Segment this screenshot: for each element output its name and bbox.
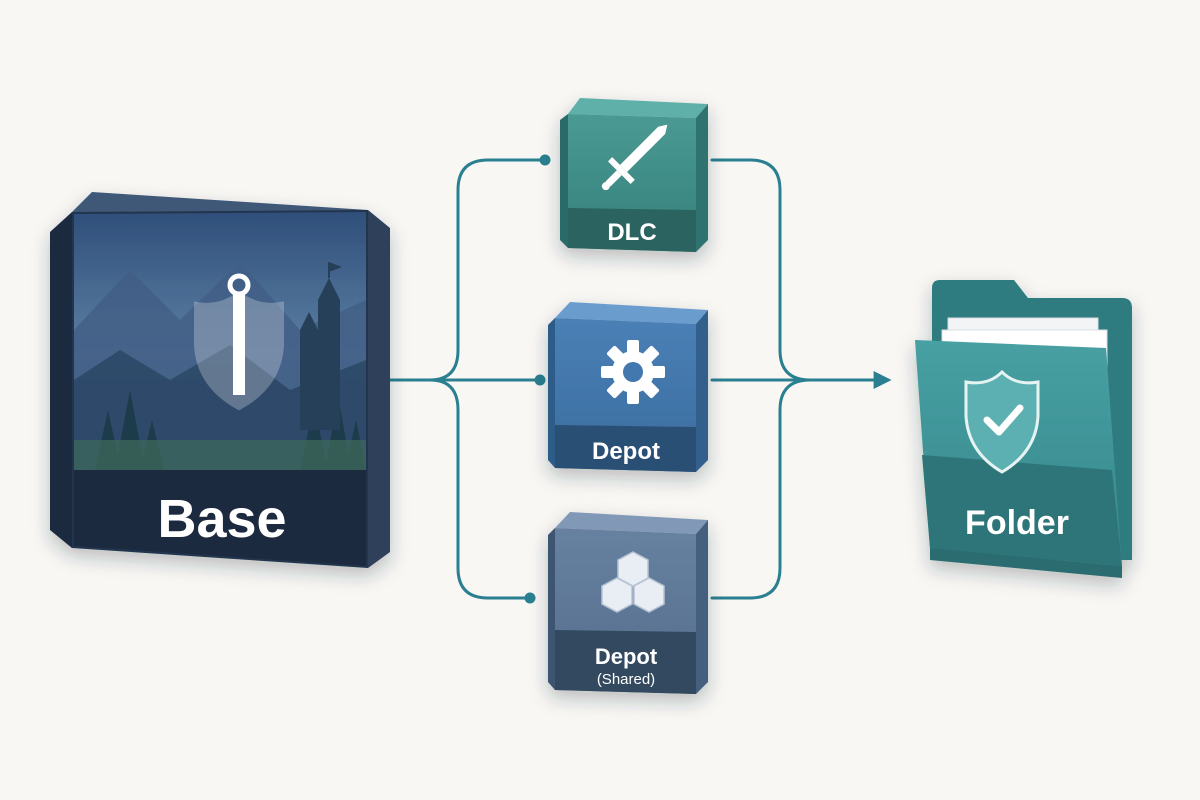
shared-depot-sublabel: (Shared) bbox=[597, 671, 655, 688]
connector-shared-to-folder bbox=[710, 378, 812, 600]
connector-dots bbox=[524, 154, 551, 604]
sword-icon bbox=[601, 124, 668, 191]
base-box: Base bbox=[50, 192, 390, 568]
depot-box: Depot bbox=[548, 302, 708, 472]
cubes-icon bbox=[601, 551, 665, 613]
shared-depot-box: Depot (Shared) bbox=[548, 512, 708, 694]
base-label: Base bbox=[157, 489, 286, 549]
connectors bbox=[368, 158, 892, 600]
connector-dot-shared bbox=[524, 592, 536, 604]
depot-label: Depot bbox=[592, 438, 660, 465]
shield-sword-icon bbox=[194, 273, 284, 411]
folder: Folder bbox=[915, 280, 1132, 578]
shared-depot-label: Depot bbox=[595, 644, 658, 669]
gear-icon bbox=[601, 340, 665, 404]
dlc-box: DLC bbox=[560, 98, 708, 252]
connector-base-to-shared bbox=[428, 378, 532, 600]
folder-label: Folder bbox=[965, 504, 1069, 542]
connector-dot-dlc bbox=[539, 154, 551, 166]
dlc-label: DLC bbox=[607, 219, 656, 246]
shield-check-icon bbox=[964, 369, 1040, 474]
connector-dot-depot bbox=[534, 374, 546, 386]
connector-dlc-to-folder bbox=[710, 158, 812, 382]
connector-base-to-dlc bbox=[428, 158, 547, 382]
